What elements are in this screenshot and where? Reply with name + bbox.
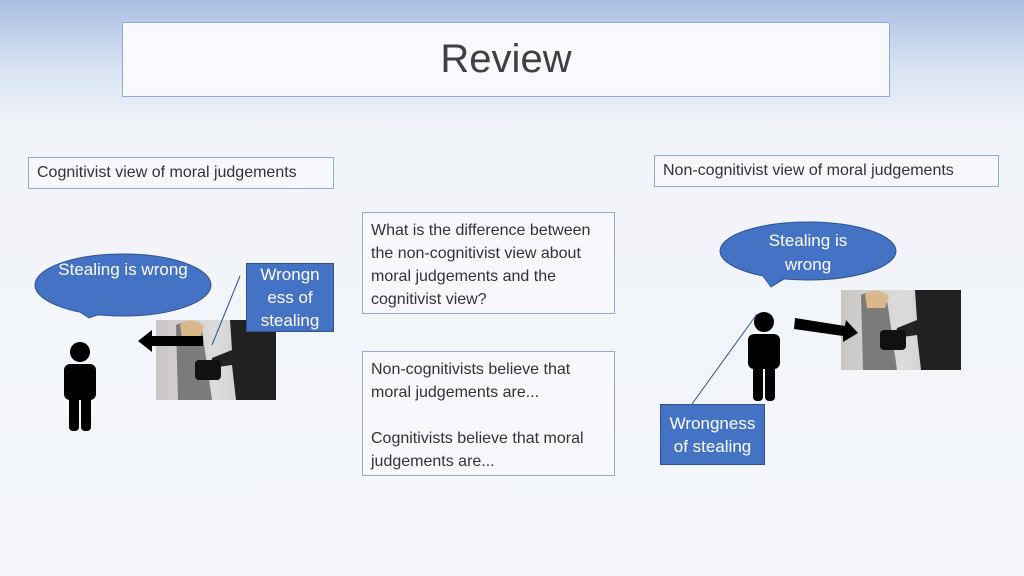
cognitivist-heading: Cognitivist view of moral judgements xyxy=(28,157,334,189)
left-arrow-icon xyxy=(138,330,203,352)
person-icon xyxy=(64,342,96,431)
theft-photo xyxy=(841,290,961,370)
person-icon xyxy=(748,312,780,401)
non-cognitivist-answer: Non-cognitivists believe that moral judg… xyxy=(371,361,571,401)
right-speech-bubble-shape xyxy=(719,221,897,288)
left-speech-bubble-shape xyxy=(34,253,212,319)
right-arrow-icon xyxy=(794,318,858,342)
right-speech-bubble: Stealing is wrong xyxy=(768,231,848,274)
slide-title: Review xyxy=(122,22,890,97)
theft-photo xyxy=(156,320,276,400)
cognitivist-answer: Cognitivists believe that moral judgemen… xyxy=(371,430,584,470)
question-box: What is the difference between the non-c… xyxy=(362,212,615,314)
left-speech-bubble: Stealing is wrong xyxy=(58,260,188,279)
left-wrongness-box: Wrongn ess of stealing xyxy=(246,263,334,332)
right-wrongness-box: Wrongness of stealing xyxy=(660,404,765,465)
answer-box: Non-cognitivists believe that moral judg… xyxy=(362,351,615,476)
non-cognitivist-heading: Non-cognitivist view of moral judgements xyxy=(654,155,999,187)
